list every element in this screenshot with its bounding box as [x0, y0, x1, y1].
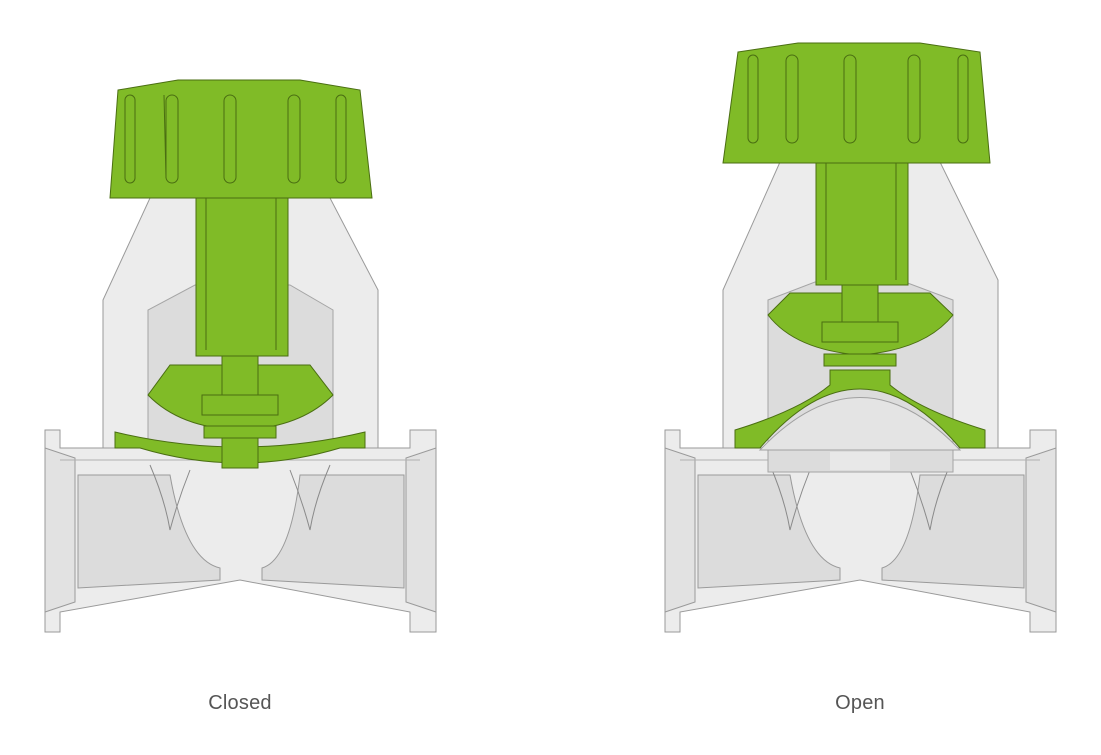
open-valve: [664, 42, 1057, 633]
caption-open: Open: [835, 692, 885, 714]
handwheel-closed: [109, 79, 373, 199]
stem-closed: [195, 197, 289, 357]
diaphragm-open: [734, 369, 986, 449]
caption-closed: Closed: [208, 692, 272, 714]
handwheel-open: [722, 42, 991, 164]
stem-open: [815, 162, 909, 286]
closed-valve: [44, 79, 437, 633]
